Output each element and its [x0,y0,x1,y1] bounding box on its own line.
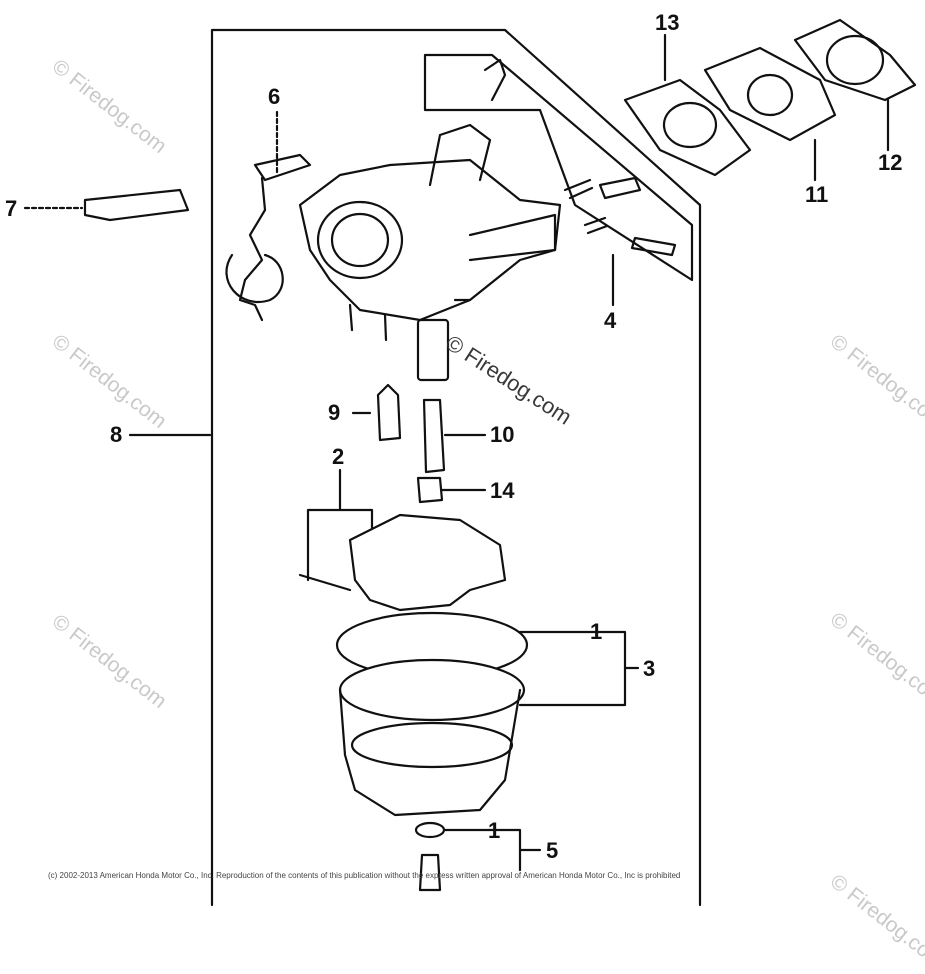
choke-lever-part-6 [225,153,312,322]
carburetor-body [298,123,562,382]
washer-part-1 [414,821,446,839]
copyright-notice: (c) 2002-2013 American Honda Motor Co., … [48,871,681,880]
float-part-2 [298,513,507,612]
screw-spring-set-part-4 [483,58,677,257]
callout-1: 1 [590,619,603,644]
callout-2: 2 [332,444,345,469]
gasket-part-12 [793,18,917,102]
callout-11: 11 [805,182,829,207]
callout-3: 3 [643,656,656,681]
needle-jet-part-14 [416,476,444,504]
bracket-5 [443,828,542,872]
callout-7: 7 [5,196,18,221]
assembly-frame [210,28,702,907]
insulator-part-11 [703,46,837,142]
callout-1-washer: 1 [488,818,501,843]
callout-13: 13 [655,10,680,35]
pilot-jet-part-9 [376,383,402,442]
callout-10: 10 [490,422,515,447]
gasket-part-13 [623,78,752,177]
callout-6: 6 [268,84,281,109]
callout-12: 12 [878,150,903,175]
callout-14: 14 [490,478,515,503]
main-jet-part-10 [422,398,446,474]
drain-bolt-part-5 [418,853,442,892]
bracket-3 [518,630,640,707]
lever-part-7 [83,188,190,222]
bracket-2 [306,468,374,582]
carburetor-exploded-diagram [23,18,917,907]
float-bowl-part-3 [338,658,526,817]
callout-5: 5 [546,838,559,863]
callout-9: 9 [328,400,341,425]
callout-8: 8 [110,422,123,447]
callout-4: 4 [604,308,617,333]
